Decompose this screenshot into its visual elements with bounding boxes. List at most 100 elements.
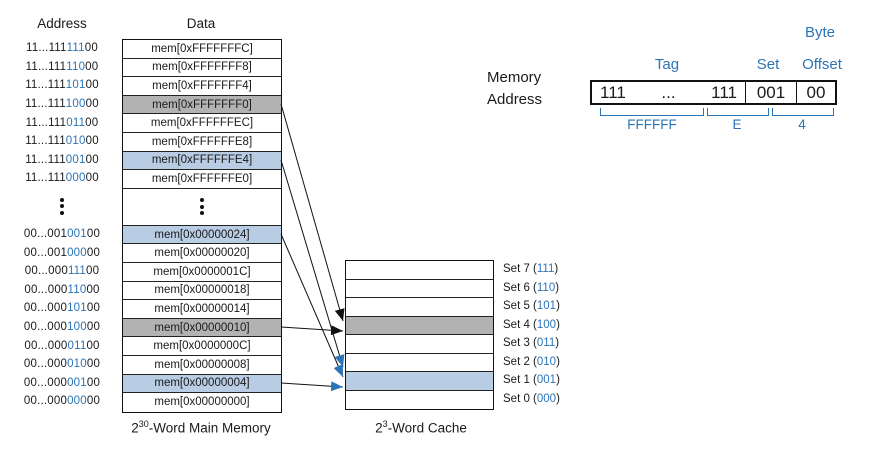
memory-data-cell: mem[0xFFFFFFF4] <box>123 77 281 96</box>
hex-value-tag: FFFFFF <box>627 117 677 132</box>
byte-field-label: Byte <box>804 24 835 41</box>
set-binary-index: 110 <box>536 281 556 294</box>
ellipsis-dot <box>200 211 204 216</box>
address-tag-bits: 11...111 <box>25 79 66 92</box>
address-tag-bits: 11...111 <box>25 135 66 148</box>
address-ellipsis <box>6 188 118 225</box>
memory-data-cell: mem[0x0000001C] <box>123 263 281 282</box>
cache-set-row <box>346 354 493 372</box>
caption-suffix: -Word Cache <box>387 420 467 436</box>
address-set-bits: 111 <box>66 42 85 55</box>
set-name: Set 2 ( <box>503 355 537 368</box>
address-offset-bits: 00 <box>85 172 99 185</box>
set-name: Set 3 ( <box>503 337 537 350</box>
caption-suffix: -Word Main Memory <box>148 420 271 436</box>
address-offset-bits: 00 <box>84 42 98 55</box>
address-tag-bits: 00...001 <box>23 228 68 241</box>
address-offset-bits: 00 <box>86 283 100 296</box>
cache-set-row <box>346 280 493 298</box>
memory-data-cell: mem[0xFFFFFFFC] <box>123 40 281 59</box>
arrow-mem[0x00000024]-to-Set 1 <box>280 233 344 378</box>
cache-set-row <box>346 335 493 354</box>
address-set-bits: 111 <box>67 265 87 278</box>
memory-data-cell: mem[0x00000024] <box>123 225 281 245</box>
hex-bracket-tag <box>600 108 704 116</box>
address-offset-bits: 00 <box>85 153 99 166</box>
address-set-bits: 100 <box>67 321 87 334</box>
address-tag-bits: 11...111 <box>25 60 67 73</box>
set-binary-index: 000 <box>536 392 557 405</box>
set-label-close: ) <box>554 263 559 276</box>
memory-data-cell: mem[0x00000020] <box>123 244 281 263</box>
tag-bits-ellipsis: ... <box>661 82 676 102</box>
memory-data-cell: mem[0xFFFFFFF0] <box>123 95 281 115</box>
address-tag-bits: 00...000 <box>24 265 68 278</box>
address-offset-bits: 00 <box>85 135 99 148</box>
address-set-bits: 001 <box>65 153 86 166</box>
memory-ellipsis <box>123 189 281 226</box>
memory-address-label: Memory Address <box>487 67 542 111</box>
ellipsis-dot <box>60 197 64 202</box>
set-label-close: ) <box>556 300 560 313</box>
address-set-bits: 110 <box>67 283 87 296</box>
tag-field: 111 ... 111 <box>592 82 746 103</box>
caption-base: 2 <box>375 420 383 436</box>
set-binary-index: 011 <box>536 337 556 350</box>
caption-exponent: 3 <box>382 419 388 429</box>
cache-set-label: Set 3 (011) <box>503 334 560 353</box>
address-set-bits: 100 <box>65 98 86 111</box>
address-set-bits: 000 <box>67 246 87 259</box>
cache-set-label: Set 0 (000) <box>503 390 560 409</box>
address-offset-bits: 00 <box>86 339 100 352</box>
set-binary-index: 101 <box>536 300 557 313</box>
address-offset-bits: 00 <box>86 395 101 408</box>
cache-set-label: Set 4 (100) <box>503 316 560 335</box>
cache-caption: 23-Word Cache <box>350 419 492 436</box>
cache-set-row <box>346 261 493 280</box>
address-tag-bits: 11...111 <box>25 172 66 185</box>
address-offset-bits: 00 <box>86 376 101 389</box>
cache-set-label: Set 1 (001) <box>503 371 560 390</box>
address-tag-bits: 11...111 <box>25 153 66 166</box>
set-name: Set 6 ( <box>503 281 537 294</box>
caption-base: 2 <box>131 420 139 436</box>
address-column-header: Address <box>37 16 87 31</box>
address-offset-bits: 00 <box>86 246 101 259</box>
address-set-bits: 010 <box>65 135 86 148</box>
address-set-bits: 110 <box>66 60 86 73</box>
cache-set-label: Set 7 (111) <box>503 260 560 279</box>
arrow-mem[0x00000010]-to-Set 4 <box>280 325 344 336</box>
hex-bracket-low <box>772 108 834 116</box>
set-binary-index: 111 <box>536 263 555 276</box>
set-label-close: ) <box>556 374 560 387</box>
address-tag-bits: 00...000 <box>23 321 68 334</box>
address-tag-bits: 00...000 <box>23 376 68 389</box>
set-label-close: ) <box>555 337 560 350</box>
address-offset-bits: 00 <box>85 60 99 73</box>
data-column-header: Data <box>186 16 216 31</box>
memory-data-cell: mem[0x00000008] <box>123 356 281 375</box>
cache-set-row <box>346 298 493 317</box>
hex-bracket-mid <box>707 108 769 116</box>
address-set-bits: 000 <box>67 395 87 408</box>
set-label-close: ) <box>555 281 560 294</box>
address-tag-bits: 00...000 <box>23 395 68 408</box>
address-bit-field-box: 111 ... 111 001 00 <box>590 80 837 105</box>
address-offset-bits: 00 <box>86 265 100 278</box>
cache-set-label: Set 2 (010) <box>503 353 560 372</box>
memory-data-cell: mem[0xFFFFFFEC] <box>123 114 281 133</box>
address-set-bits: 011 <box>67 339 87 352</box>
address-tag-bits: 11...111 <box>26 42 67 55</box>
address-tag-bits: 00...000 <box>24 283 68 296</box>
